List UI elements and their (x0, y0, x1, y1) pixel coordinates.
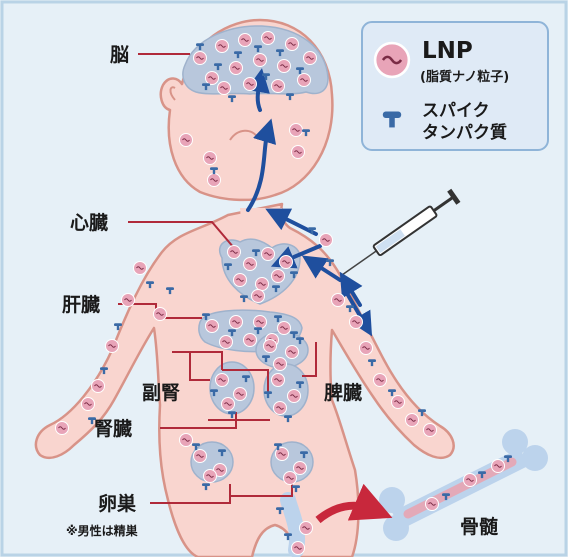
lnp-particle-icon (222, 398, 235, 411)
lnp-particle-icon (320, 234, 333, 247)
lnp-particle-icon (272, 80, 285, 93)
lnp-particle-icon (298, 74, 311, 87)
lnp-particle-icon (284, 472, 297, 485)
lnp-particle-icon (375, 43, 409, 77)
lnp-particle-icon (216, 374, 229, 387)
legend-lnp-title: LNP (422, 38, 473, 64)
lnp-particle-icon (154, 308, 167, 321)
label-heart: 心臓 (70, 208, 108, 235)
lnp-particle-icon (274, 402, 287, 415)
label-brain: 脳 (110, 40, 129, 67)
lnp-particle-icon (272, 374, 285, 387)
lnp-particle-icon (278, 322, 291, 335)
lnp-particle-icon (264, 340, 277, 353)
lnp-particle-icon (464, 474, 477, 487)
lnp-particle-icon (180, 434, 193, 447)
lnp-particle-icon (280, 256, 293, 269)
lnp-particle-icon (228, 246, 241, 259)
legend-spike-line2: タンパク質 (422, 118, 507, 143)
lnp-particle-icon (406, 414, 419, 427)
lnp-particle-icon (244, 334, 257, 347)
legend-lnp-subtitle: (脂質ナノ粒子) (420, 66, 509, 85)
lnp-particle-icon (272, 270, 285, 283)
lnp-particle-icon (300, 522, 313, 535)
lnp-particle-icon (204, 152, 217, 165)
lnp-particle-icon (278, 60, 291, 73)
lnp-particle-icon (220, 336, 233, 349)
lnp-particle-icon (180, 134, 193, 147)
label-bone-marrow: 骨髄 (460, 512, 498, 539)
lnp-particle-icon (218, 82, 231, 95)
lnp-particle-icon (286, 346, 299, 359)
lnp-particle-icon (254, 54, 267, 67)
lnp-particle-icon (294, 462, 307, 475)
lnp-particle-icon (230, 316, 243, 329)
lnp-particle-icon (194, 450, 207, 463)
lnp-particle-icon (134, 262, 147, 275)
lnp-particle-icon (56, 422, 69, 435)
lnp-particle-icon (286, 38, 299, 51)
lnp-particle-icon (208, 174, 221, 187)
lnp-particle-icon (254, 316, 267, 329)
lnp-particle-icon (244, 78, 257, 91)
lnp-particle-icon (92, 380, 105, 393)
lnp-particle-icon (256, 278, 269, 291)
lnp-particle-icon (492, 460, 505, 473)
label-spleen: 脾臓 (324, 378, 362, 405)
lnp-particle-icon (374, 374, 387, 387)
lnp-particle-icon (206, 72, 219, 85)
lnp-particle-icon (216, 40, 229, 53)
label-adrenal: 副腎 (142, 378, 180, 405)
lnp-particle-icon (262, 248, 275, 261)
label-liver: 肝臓 (62, 290, 100, 317)
lnp-particle-icon (424, 424, 437, 437)
lnp-particle-icon (244, 258, 257, 271)
lnp-particle-icon (194, 52, 207, 65)
lnp-particle-icon (234, 274, 247, 287)
lnp-particle-icon (360, 342, 373, 355)
label-kidney: 腎臓 (94, 414, 132, 441)
lnp-particle-icon (392, 396, 405, 409)
lnp-particle-icon (426, 498, 439, 511)
lnp-particle-icon (82, 398, 95, 411)
lnp-particle-icon (206, 320, 219, 333)
lnp-particle-icon (350, 316, 363, 329)
lnp-particle-icon (239, 34, 252, 47)
lnp-particle-icon (292, 146, 305, 159)
lnp-particle-icon (292, 542, 305, 555)
lnp-particle-icon (332, 294, 345, 307)
lnp-particle-icon (304, 52, 317, 65)
lnp-particle-icon (290, 124, 303, 137)
lnp-particle-icon (204, 470, 217, 483)
lnp-particle-icon (122, 294, 135, 307)
label-ovary: 卵巣 (98, 489, 136, 516)
lnp-particle-icon (106, 340, 119, 353)
lnp-particle-icon (252, 290, 265, 303)
lnp-particle-icon (234, 388, 247, 401)
lnp-particle-icon (274, 358, 287, 371)
lnp-particle-icon (288, 390, 301, 403)
lnp-particle-icon (230, 62, 243, 75)
label-ovary-note: ※男性は精巣 (66, 522, 138, 539)
lnp-particle-icon (262, 32, 275, 45)
